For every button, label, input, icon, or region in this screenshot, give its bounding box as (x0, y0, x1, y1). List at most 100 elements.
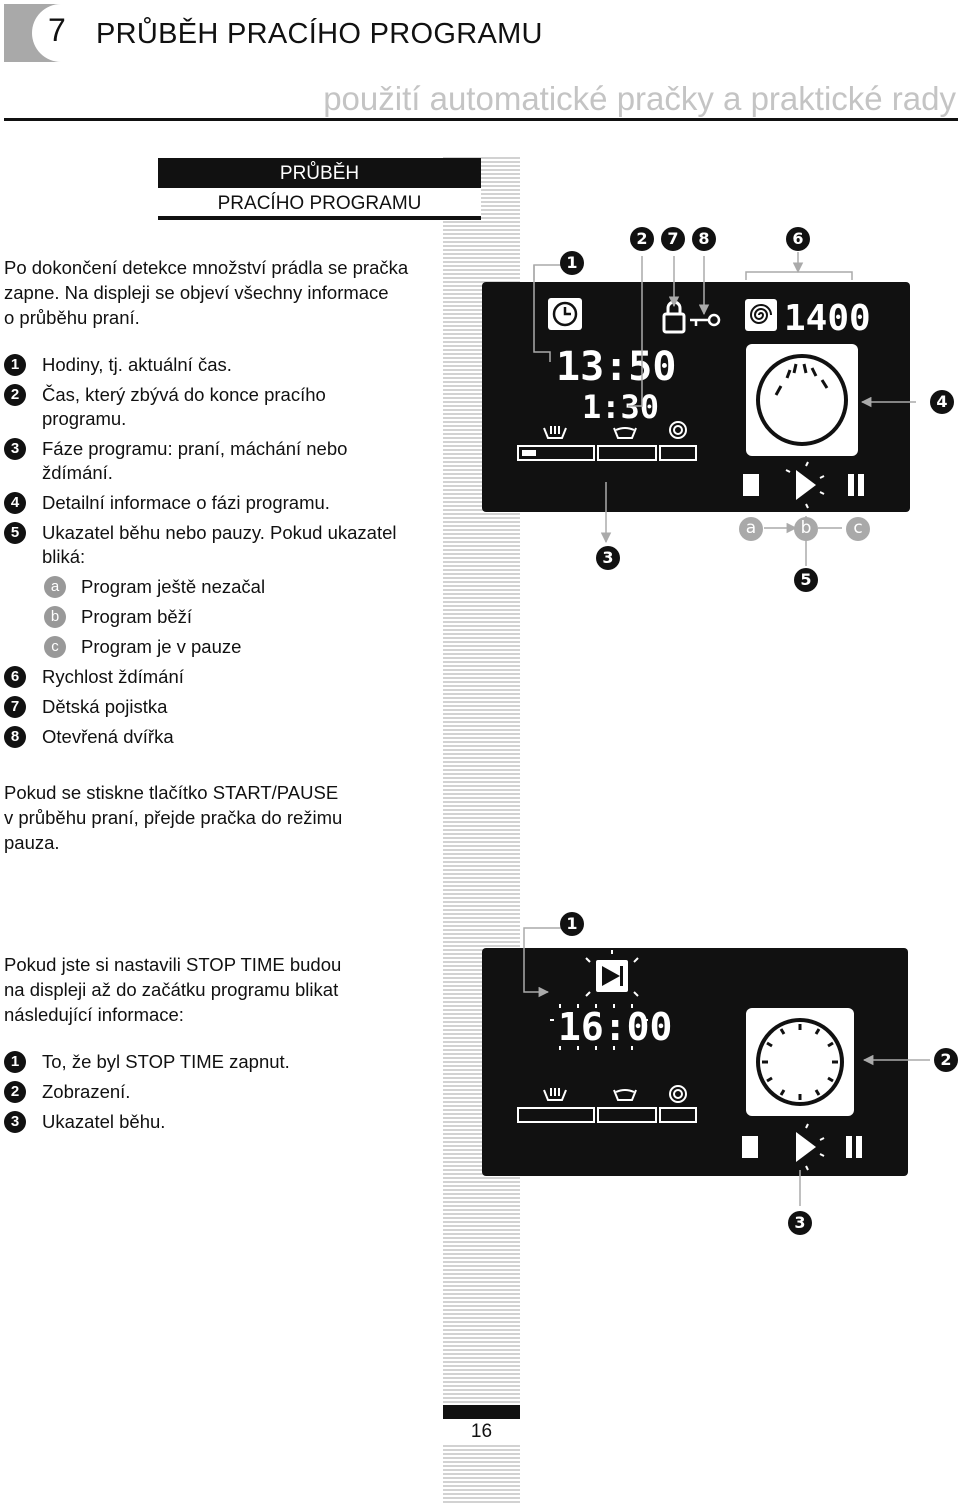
stop-time-line: na displeji až do začátku programu blika… (4, 979, 339, 1000)
callout-marker: b (794, 517, 818, 541)
wash-phase-bar (517, 445, 595, 461)
wash-icon (543, 1088, 567, 1101)
list-item-text: Program běží (81, 606, 193, 627)
play-indicator (785, 461, 825, 509)
list-item-text: Ukazatel běhu. (42, 1111, 166, 1132)
list-item-text: Ukazatel běhu nebo pauzy. Pokud ukazatel (42, 522, 397, 543)
list-marker: 2 (4, 1081, 26, 1103)
list-item-text: To, že byl STOP TIME zapnut. (42, 1051, 290, 1072)
callout-marker: 1 (560, 251, 584, 275)
remaining-time-readout: 1:30 (582, 388, 659, 426)
chapter-tab (4, 4, 92, 62)
spin-phase-bar (659, 1107, 697, 1123)
list-item: 3 Ukazatel běhu. (4, 1110, 444, 1134)
display-panel (482, 948, 908, 1176)
list-item-text: Program je v pauze (81, 636, 242, 657)
rinse-phase-bar (597, 1107, 657, 1123)
list-marker: 2 (4, 384, 26, 406)
pause-note-line: Pokud se stiskne tlačítko START/PAUSE (4, 782, 339, 803)
callout-marker: c (846, 517, 870, 541)
program-detail-box (746, 1008, 854, 1116)
callout-marker: 6 (786, 227, 810, 251)
stop-time-line: následující informace: (4, 1004, 184, 1025)
section-title-line2: PRACÍHO PROGRAMU (158, 188, 481, 220)
stop-time-paragraph: Pokud jste si nastavili STOP TIME budou … (4, 952, 341, 1027)
list-item-text: Rychlost ždímání (42, 666, 184, 687)
clock-readout: 13:50 (556, 344, 676, 390)
sub-list-item: b Program běží (4, 605, 444, 629)
list-item-text: programu. (42, 408, 127, 429)
callout-marker: 4 (930, 390, 954, 414)
program-detail-dial (756, 1018, 844, 1106)
wash-phase-bar (517, 1107, 595, 1123)
list-item-text: Fáze programu: praní, máchání nebo (42, 438, 348, 459)
page-number-tab (443, 1405, 520, 1419)
intro-paragraph: Po dokončení detekce množství prádla se … (4, 255, 408, 330)
list-item: 6 Rychlost ždímání (4, 665, 444, 689)
stop-time-icon (585, 950, 639, 997)
list-marker: 8 (4, 726, 26, 748)
clock-icon (548, 298, 582, 330)
pause-note: Pokud se stiskne tlačítko START/PAUSE v … (4, 780, 342, 855)
list-marker: 6 (4, 666, 26, 688)
header-rule (4, 118, 958, 121)
callout-marker: 1 (560, 912, 584, 936)
callout-line (533, 265, 551, 362)
rinse-icon (613, 427, 637, 439)
play-indicator (796, 1123, 825, 1171)
callout-marker: a (739, 517, 763, 541)
chapter-number: 7 (48, 12, 66, 48)
list-item: 4 Detailní informace o fázi programu. (4, 491, 444, 515)
callout-marker: 2 (934, 1048, 958, 1072)
stop-indicator (742, 1136, 758, 1158)
spin-phase-icon (669, 1085, 687, 1103)
list-marker: 4 (4, 492, 26, 514)
rinse-phase-bar (597, 445, 657, 461)
stop-indicator (743, 474, 759, 496)
rinse-icon (613, 1089, 637, 1101)
chapter-title: PRŮBĚH PRACÍHO PROGRAMU (96, 18, 543, 50)
callout-line (628, 256, 643, 407)
list-marker: 3 (4, 1111, 26, 1133)
pause-indicator (846, 1136, 862, 1158)
section-heading: PRŮBĚH PRACÍHO PROGRAMU (158, 158, 481, 220)
pause-note-line: v průběhu praní, přejde pračka do režimu (4, 807, 343, 828)
sub-list-item: c Program je v pauze (4, 635, 444, 659)
list-item-text: Detailní informace o fázi programu. (42, 492, 330, 513)
page-number: 16 (443, 1421, 520, 1445)
list-marker: 7 (4, 696, 26, 718)
callout-marker: 3 (596, 546, 620, 570)
callout-marker: 7 (661, 227, 685, 251)
display-diagram-2: 16:00 (482, 927, 930, 1206)
callout-line (745, 271, 853, 280)
spin-speed-readout: 1400 (784, 298, 871, 339)
list-item-text: Program ještě nezačal (81, 576, 266, 597)
list-marker: 3 (4, 438, 26, 460)
intro-line: Po dokončení detekce množství prádla se … (4, 257, 409, 278)
list-marker: b (44, 606, 66, 628)
wash-phase-progress (522, 450, 536, 456)
program-detail-dial (756, 354, 848, 446)
wash-icon (543, 426, 567, 439)
stop-time-line: Pokud jste si nastavili STOP TIME budou (4, 954, 342, 975)
callout-marker: 5 (794, 568, 818, 592)
dial-tick-marks (774, 363, 829, 396)
display-diagram-1: 1400 13:50 1:30 (482, 252, 916, 566)
list-item-text: bliká: (42, 546, 86, 567)
spin-icon (745, 299, 777, 331)
spin-phase-icon (669, 421, 687, 439)
list-item-text: Zobrazení. (42, 1081, 131, 1102)
callout-marker: 8 (692, 227, 716, 251)
intro-line: o průběhu praní. (4, 307, 140, 328)
pause-indicator (848, 474, 864, 496)
list-marker: c (44, 636, 66, 658)
spin-phase-bar (659, 445, 697, 461)
